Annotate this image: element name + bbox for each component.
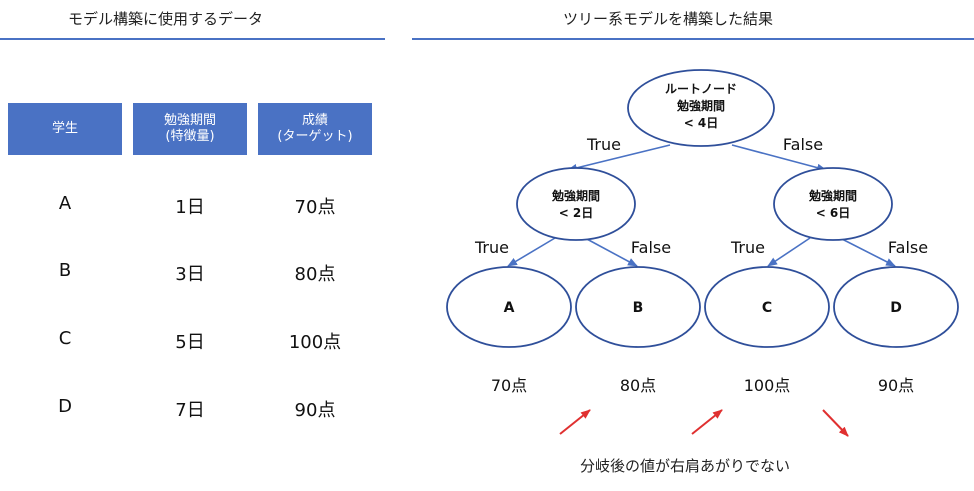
header-student-label: 学生 bbox=[51, 121, 78, 136]
mid-left-node bbox=[516, 167, 636, 241]
row-a-grade: 70点 bbox=[294, 197, 336, 218]
left-section-divider bbox=[0, 38, 385, 40]
leaf-node-a-label: A bbox=[504, 300, 515, 316]
header-grade-label: 成績 bbox=[301, 113, 328, 128]
leaf-score-d: 90点 bbox=[878, 376, 914, 395]
header-grade-sub: (ターゲット) bbox=[277, 129, 353, 144]
edge-midleft-to-a bbox=[507, 237, 556, 267]
edge-midright-to-c bbox=[767, 237, 811, 267]
edge-label-midleft-true: True bbox=[474, 238, 509, 257]
edge-label-root-true: True bbox=[586, 135, 621, 154]
row-b-period: 3日 bbox=[175, 264, 205, 285]
leaf-node-d bbox=[833, 266, 959, 348]
header-study-period: 勉強期間 (特徴量) bbox=[133, 103, 247, 155]
row-c-grade: 100点 bbox=[288, 332, 342, 353]
edge-label-root-false: False bbox=[783, 135, 823, 154]
header-grade: 成績 (ターゲット) bbox=[258, 103, 372, 155]
edge-midright-to-d bbox=[839, 237, 896, 267]
leaf-score-a: 70点 bbox=[491, 376, 527, 395]
right-section-divider bbox=[412, 38, 974, 40]
leaf-node-b bbox=[575, 266, 701, 348]
edge-label-midleft-false: False bbox=[631, 238, 671, 257]
row-d-student: D bbox=[58, 396, 72, 417]
row-c-student: C bbox=[58, 328, 72, 349]
root-node-label-3: < 4日 bbox=[684, 116, 719, 130]
header-student: 学生 bbox=[8, 103, 122, 155]
edge-root-to-right bbox=[731, 144, 827, 172]
mid-left-label-2: < 2日 bbox=[559, 206, 594, 220]
mid-left-label-1: 勉強期間 bbox=[551, 188, 600, 203]
row-d-grade: 90点 bbox=[294, 400, 336, 421]
row-a-student: A bbox=[58, 193, 72, 214]
row-d-period: 7日 bbox=[175, 400, 205, 421]
row-b-student: B bbox=[58, 260, 72, 281]
trend-note: 分岐後の値が右肩あがりでない bbox=[580, 457, 791, 475]
mid-right-node bbox=[773, 167, 893, 241]
mid-right-label-1: 勉強期間 bbox=[808, 188, 857, 203]
edge-label-midright-true: True bbox=[730, 238, 765, 257]
root-node bbox=[627, 69, 775, 147]
mid-right-label-2: < 6日 bbox=[816, 206, 851, 220]
right-section-title: ツリー系モデルを構築した結果 bbox=[563, 10, 774, 28]
trend-arrow-a-b bbox=[559, 409, 591, 435]
leaf-node-d-label: D bbox=[890, 300, 902, 316]
left-section-title: モデル構築に使用するデータ bbox=[68, 10, 264, 28]
trend-arrow-b-c bbox=[691, 409, 723, 435]
trend-arrow-c-d bbox=[822, 409, 849, 437]
edge-midleft-to-b bbox=[584, 237, 638, 267]
edge-root-to-left bbox=[567, 144, 671, 172]
leaf-score-b: 80点 bbox=[620, 376, 656, 395]
leaf-score-c: 100点 bbox=[744, 376, 791, 395]
header-study-period-label: 勉強期間 bbox=[163, 113, 216, 128]
edge-label-midright-false: False bbox=[888, 238, 928, 257]
root-node-label-1: ルートノード bbox=[665, 82, 737, 96]
root-node-label-2: 勉強期間 bbox=[676, 98, 725, 113]
leaf-node-c-label: C bbox=[762, 300, 772, 316]
leaf-node-a bbox=[446, 266, 572, 348]
leaf-node-b-label: B bbox=[633, 300, 644, 316]
row-c-period: 5日 bbox=[175, 332, 205, 353]
header-study-period-sub: (特徴量) bbox=[165, 129, 215, 144]
row-b-grade: 80点 bbox=[294, 264, 336, 285]
row-a-period: 1日 bbox=[175, 197, 205, 218]
leaf-node-c bbox=[704, 266, 830, 348]
